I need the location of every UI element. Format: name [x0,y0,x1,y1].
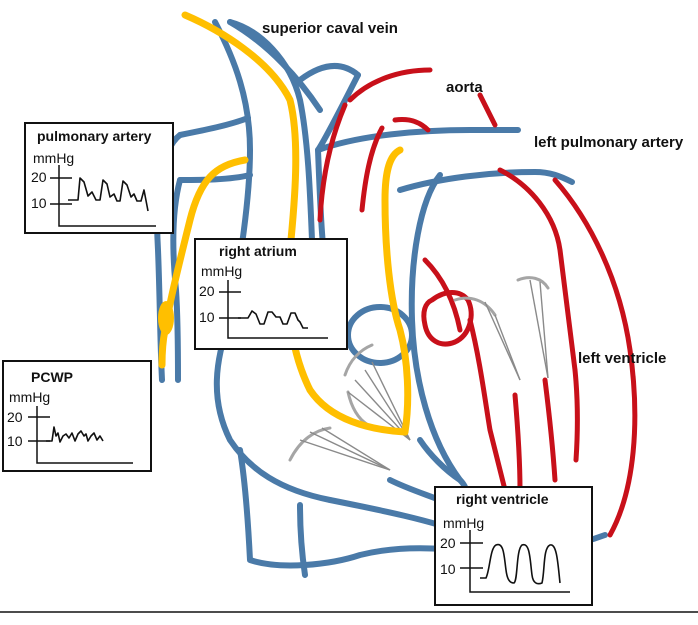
label-aorta: aorta [446,79,483,96]
left-heart-arteries [317,67,638,538]
ventricle-papillary-1 [467,317,508,493]
label-left-ventricle: left ventricle [578,350,666,367]
right-atrium-pressure-box: right atrium mmHg 20 10 [194,238,348,350]
ivc-wall [297,502,308,578]
tick-label-10: 10 [31,195,47,211]
box-title: right atrium [219,243,297,259]
catheter-balloon [158,301,174,335]
box-unit: mmHg [33,150,74,166]
tick-label-10: 10 [440,561,456,577]
tick-label-20: 20 [440,535,456,551]
lpa-upper-wall [315,127,521,153]
axis [460,530,570,593]
lpa-lower-wall [397,169,575,193]
right-atrium-wall [213,317,333,503]
right-ventricle-pressure-box: right ventricle mmHg 20 10 [434,486,593,606]
tick-label-10: 10 [7,433,23,449]
pressure-waveform [68,177,149,212]
ventricle-papillary-2 [512,392,523,493]
axis [50,165,156,227]
box-frame [24,122,174,234]
aorta-arch [317,67,433,223]
svc-right-wall [227,19,315,243]
mitral-valve-leaflet [453,276,550,317]
left-ventricle-outer-wall [552,177,638,538]
catheter-pulmonary [381,146,412,436]
tick-label-10: 10 [199,309,215,325]
pcwp-pressure-box: PCWP mmHg 20 10 [2,360,152,472]
box-title: right ventricle [456,491,549,507]
swan-ganz-catheter [158,11,412,436]
tick-label-20: 20 [31,169,47,185]
mitral-ring [421,290,474,347]
box-unit: mmHg [443,515,484,531]
rpa-upper-wall [177,115,251,138]
pressure-waveform [238,310,308,329]
tick-label-20: 20 [199,283,215,299]
tick-label-20: 20 [7,409,23,425]
ventricle-papillary-3 [542,377,558,483]
axis [219,280,328,339]
pressure-waveform [480,543,561,585]
box-unit: mmHg [9,389,50,405]
svc-top-connector [227,19,361,113]
box-unit: mmHg [201,263,242,279]
pressure-waveform [46,426,104,443]
box-title: pulmonary artery [37,128,152,144]
catheter-wedge [158,156,249,369]
aorta-branch [477,92,498,128]
box-frame [2,360,152,472]
ventricle-papillary-4 [572,367,580,463]
rpa-lower-wall [177,172,253,183]
left-heart-outline [408,172,463,483]
left-atrium-wall [497,167,578,373]
label-left-pulmonary-artery: left pulmonary artery [534,134,684,151]
pulmonary-artery-pressure-box: pulmonary artery mmHg 20 10 [24,122,174,234]
rv-valve-leaflet [288,426,332,462]
box-title: PCWP [31,369,73,385]
box-frame [194,238,348,350]
box-frame [434,486,593,606]
label-superior-caval-vein: superior caval vein [262,20,398,37]
aorta-inner [359,117,431,213]
